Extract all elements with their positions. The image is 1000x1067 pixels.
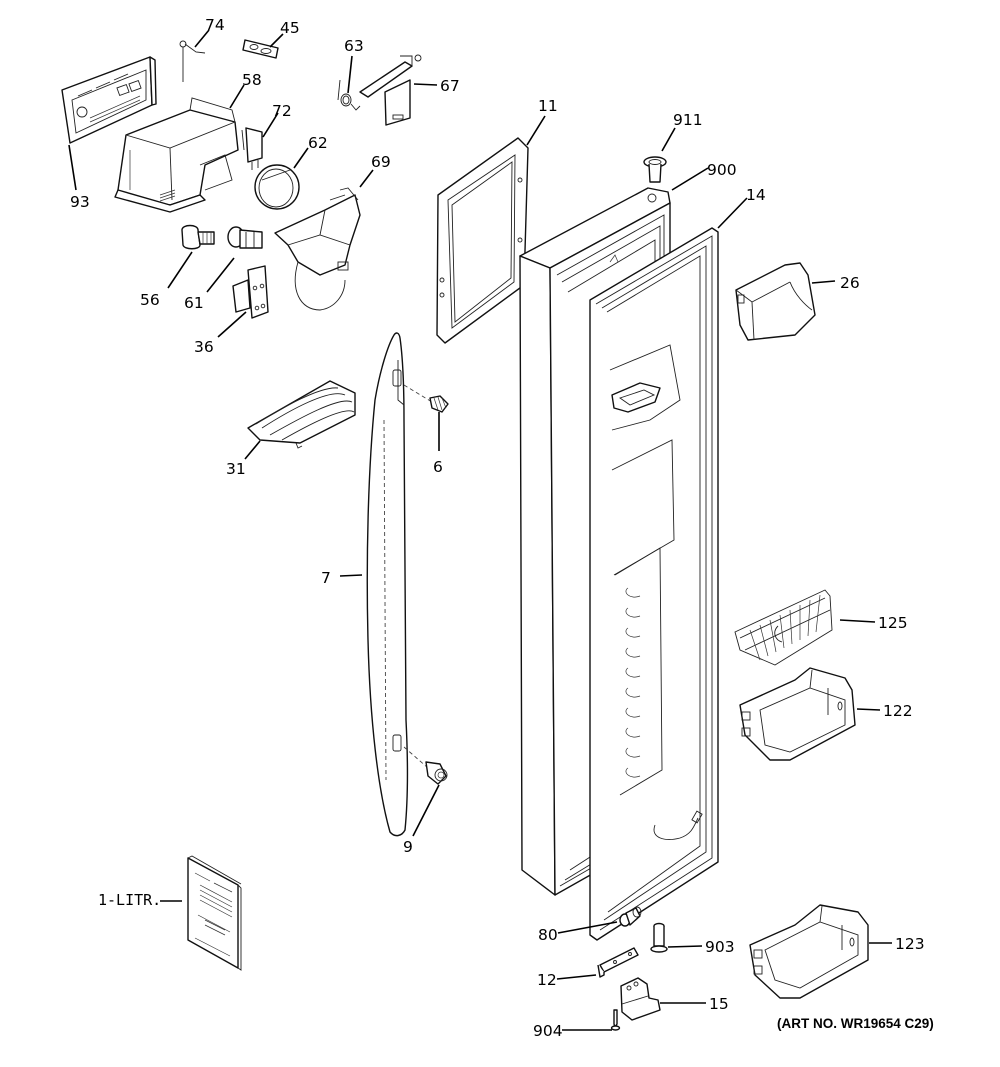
- callout-1-litr: 1-LITR.: [98, 891, 161, 909]
- callout-122: 122: [883, 702, 913, 720]
- callout-904: 904: [533, 1022, 563, 1040]
- part-door-stop-bracket[interactable]: [597, 947, 639, 978]
- callout-26: 26: [840, 274, 860, 292]
- callout-903: 903: [705, 938, 735, 956]
- part-dispenser-frame[interactable]: [436, 137, 529, 344]
- callout-61: 61: [184, 294, 204, 312]
- callout-15: 15: [709, 995, 729, 1013]
- part-door-bin-large[interactable]: [749, 904, 869, 999]
- callout-11: 11: [538, 97, 558, 115]
- part-control-panel[interactable]: [61, 56, 157, 144]
- callout-31: 31: [226, 460, 246, 478]
- callout-67: 67: [440, 77, 460, 95]
- part-wire-shelf[interactable]: [734, 589, 833, 666]
- part-dairy-bin[interactable]: [735, 262, 816, 341]
- part-door-handle[interactable]: [366, 332, 409, 837]
- part-bushing[interactable]: [643, 156, 667, 183]
- part-torsion-spring[interactable]: [337, 79, 361, 111]
- part-bracket-plate[interactable]: [242, 39, 279, 59]
- part-handle-screw-top[interactable]: [403, 384, 449, 413]
- part-ring[interactable]: [254, 164, 300, 210]
- art-number: (ART NO. WR19654 C29): [777, 1016, 934, 1031]
- part-screw[interactable]: [610, 1009, 621, 1031]
- part-switch[interactable]: [241, 127, 263, 170]
- callout-62: 62: [308, 134, 328, 152]
- part-literature[interactable]: [187, 855, 242, 971]
- part-hinge[interactable]: [620, 977, 661, 1021]
- part-lamp-bulb[interactable]: [181, 224, 215, 250]
- part-dispenser-housing[interactable]: [114, 97, 239, 213]
- leader-lines: [68, 29, 892, 1031]
- callout-93: 93: [70, 193, 90, 211]
- callout-80: 80: [538, 926, 558, 944]
- callout-74: 74: [205, 16, 225, 34]
- part-door-gasket[interactable]: [589, 227, 719, 941]
- callout-63: 63: [344, 37, 364, 55]
- part-solenoid[interactable]: [232, 265, 269, 319]
- part-actuator-arm[interactable]: [359, 54, 422, 126]
- callout-911: 911: [673, 111, 703, 129]
- callout-36: 36: [194, 338, 214, 356]
- callout-7: 7: [321, 569, 331, 587]
- callout-labels: 74 45 63 67 58 72 62 69 93 56 61 36 11 9…: [70, 16, 925, 1040]
- part-door-bin[interactable]: [739, 667, 856, 761]
- part-drip-tray[interactable]: [247, 380, 356, 449]
- part-door-stop[interactable]: [619, 906, 642, 927]
- callout-12: 12: [537, 971, 557, 989]
- part-funnel-chute[interactable]: [274, 187, 361, 311]
- callout-69: 69: [371, 153, 391, 171]
- callout-123: 123: [895, 935, 925, 953]
- callout-72: 72: [272, 102, 292, 120]
- callout-56: 56: [140, 291, 160, 309]
- callout-14: 14: [746, 186, 766, 204]
- callout-125: 125: [878, 614, 908, 632]
- callout-6: 6: [433, 458, 443, 476]
- callout-9: 9: [403, 838, 413, 856]
- callout-45: 45: [280, 19, 300, 37]
- part-lamp-socket[interactable]: [227, 226, 263, 249]
- part-handle-screw-bottom[interactable]: [403, 746, 448, 785]
- callout-58: 58: [242, 71, 262, 89]
- callout-900: 900: [707, 161, 737, 179]
- part-hinge-pin[interactable]: [650, 922, 668, 953]
- part-spring-74[interactable]: [179, 40, 206, 82]
